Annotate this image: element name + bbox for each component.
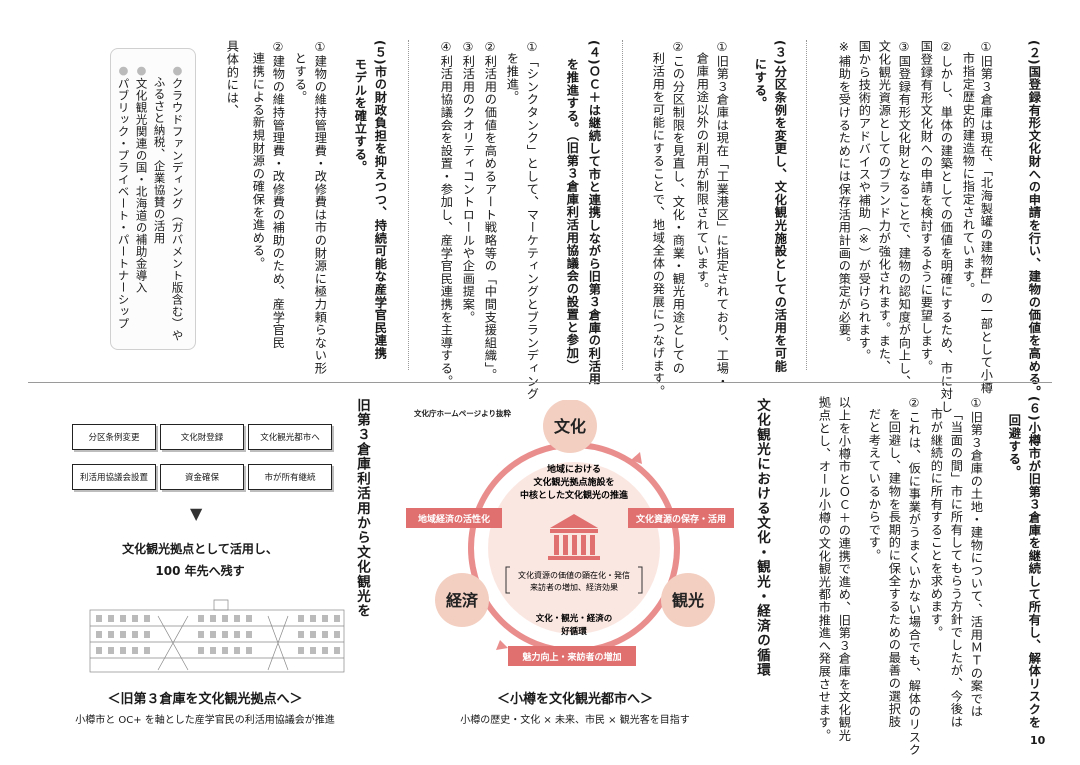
col-4-item1: ①「シンクタンク」として、マーケティングとブランディング	[524, 40, 539, 401]
arrowhead	[631, 452, 642, 464]
bullet-mark: ●	[116, 63, 131, 78]
col-2-head: (２)国登録有形文化財への申請を行い、建物の価値を高める。	[1026, 40, 1041, 398]
col-4-headb: を推進する。（旧第３倉庫利活用協議会の設置と参加）	[564, 58, 579, 372]
col-6-item1b: 「当面の間」市に所有してもらう方針でしたが、今後は	[948, 408, 963, 728]
cycle-subcaption: 小樽の歴史・文化 × 未来、市民 × 観光客を目指す	[460, 715, 690, 726]
step-box: 文化財登録	[160, 424, 244, 450]
col-6-item1c: 市が継続的に所有することを求めます。	[928, 408, 943, 639]
divider	[408, 40, 409, 370]
divider	[622, 40, 623, 370]
cycle-title: 文化観光における文化・観光・経済の循環	[754, 398, 770, 678]
node-tourism-circle	[661, 573, 715, 627]
slogan-line1: 文化観光拠点として活用し、	[122, 542, 278, 556]
col-6-item3: 以上を小樽市とＯＣ＋の連携で進め、旧第３倉庫を文化観光	[836, 396, 851, 742]
col-3-item2b: 利活用を可能にすることで、地域全体の発展につなげます。	[650, 52, 665, 398]
bullet-1b: ふるさと納税、企業協賛の活用	[152, 76, 167, 244]
col-5-item2b: 連携による新規財源の確保を進める。	[250, 52, 265, 270]
node-culture: 文化	[554, 417, 586, 436]
col-2-item3c: 国から技術的アドバイスや補助（※）が受けられます。	[856, 40, 871, 362]
node-economy-circle	[435, 573, 489, 627]
bullet-1: ●クラウドファンディング（ガバメント版含む）や	[169, 63, 186, 343]
bullet-3: ●パブリック・プライベート・パートナーシップ	[115, 63, 132, 343]
building-icon	[548, 514, 600, 560]
bullet-mark: ●	[170, 63, 185, 78]
bullet-mark: ●	[134, 63, 149, 78]
col-5-item1: ①建物の維持管理費・改修費は市の財源に極力頼らない形	[312, 40, 327, 375]
warehouse-title: 旧第３倉庫利活用から文化観光を	[354, 398, 370, 619]
col-6-item3b: 拠点とし、オール小樽の文化観光都市推進へ発展させます。	[816, 396, 831, 742]
center-line1: 地域における	[547, 463, 601, 475]
node-economy: 経済	[446, 591, 479, 610]
col-3-item1: ①旧第３倉庫は現在「工業港区」に指定されており、工場・	[714, 40, 729, 388]
tag-right-bg	[628, 508, 734, 528]
col-3-head: (３)分区条例を変更し、文化観光施設としての活用を可能	[772, 40, 787, 373]
col-5-item3: 具体的には、	[224, 40, 239, 117]
warehouse-illustration	[89, 599, 345, 673]
cycle-source: 文化庁ホームページより抜粋	[414, 409, 511, 418]
step-box: 資金確保	[160, 464, 244, 490]
node-culture-circle	[543, 400, 597, 453]
col-6-item2: ②これは、仮に事業がうまくいかない場合でも、解体のリスク	[906, 396, 921, 757]
step-box: 市が所有継続	[248, 464, 332, 490]
col-4-head: (４)ＯＣ＋は継続して市と連携しながら旧第３倉庫の利活用	[586, 40, 601, 386]
col-5-item2: ②建物の維持管理費・改修費の補助のため、産学官民	[270, 40, 285, 349]
col-4-item2: ②利活用の価値を高めるアート戦略等の「中間支援組織」。	[482, 40, 497, 382]
tag-bottom: 魅力向上・来訪者の増加	[522, 651, 621, 663]
arrowhead	[496, 640, 508, 650]
divider	[806, 40, 807, 370]
tag-left: 地域経済の活性化	[418, 513, 490, 525]
loop-line1: 文化・観光・経済の	[536, 613, 613, 624]
warehouse-caption: ＜旧第３倉庫を文化観光拠点へ＞	[107, 692, 303, 707]
col-2-item2: ②しかし、単体の建築としての価値を明確にするため、市に対し	[938, 40, 953, 413]
loop-line2: 好循環	[560, 626, 587, 637]
col-3-item1b: 倉庫用途以外の利用が制限されています。	[694, 52, 709, 296]
col-4-item1b: を推進。	[504, 52, 519, 104]
col-4-item3: ③利活用のクオリティコントロールや企画提案。	[460, 40, 475, 324]
node-tourism: 観光	[672, 591, 704, 610]
col-2-item1b: 市指定歴史的建造物に指定されています。	[960, 52, 975, 296]
down-arrow-icon: ▼	[190, 504, 203, 523]
funding-bullet-box: ●クラウドファンディング（ガバメント版含む）や ふるさと納税、企業協賛の活用 ●…	[110, 48, 196, 350]
tag-bottom-bg	[508, 646, 636, 666]
col-6-headb: 回避する。	[1006, 414, 1021, 478]
center-line3: 中核とした文化観光の推進	[520, 489, 629, 501]
bullet-text: 文化観光関連の国・北海道の補助金導入	[134, 77, 149, 294]
col-5-head: (５)市の財政負担を抑えつつ、持続可能な産学官民連携	[372, 40, 387, 360]
bracket-line1: 文化資源の価値の顕在化・発信	[518, 570, 630, 580]
step-box: 文化観光都市へ	[248, 424, 332, 450]
col-3-headb: にする。	[752, 58, 767, 110]
slogan-line2: 100 年先へ残す	[155, 564, 245, 578]
col-5-headb: モデルを確立する。	[352, 58, 367, 174]
step-box: 分区条例変更	[72, 424, 156, 450]
col-2-item3b: 文化観光資源としてのブランド力が強化されます。また、	[876, 40, 891, 373]
warehouse-subcaption: 小樽市と OC+ を軸とした産学官民の利活用協議会が推進	[75, 715, 335, 726]
col-6-item1: ①旧第３倉庫の土地・建物について、活用ＭＴの案では	[968, 396, 983, 718]
center-line2: 文化観光拠点施設を	[532, 476, 614, 488]
col-2-item2b: 国登録有形文化財への申請を検討するように要望します。	[918, 40, 933, 373]
col-6-item2b: を回避し、建物を長期的に保全するための最善の選択肢	[886, 408, 901, 728]
bullet-text: パブリック・プライベート・パートナーシップ	[116, 77, 131, 330]
tag-left-bg	[406, 508, 502, 528]
bracket-line2: 来訪者の増加、経済効果	[530, 582, 618, 592]
col-2-note: ※補助を受けるためには保存活用計画の策定が必要。	[836, 40, 851, 349]
col-4-item4: ④利活用協議会を設置・参加し、産学官民連携を主導する。	[438, 40, 453, 388]
bullet-2: ●文化観光関連の国・北海道の補助金導入	[133, 63, 150, 343]
cycle-caption: ＜小樽を文化観光都市へ＞	[496, 692, 653, 707]
bullet-text: クラウドファンディング（ガバメント版含む）や	[170, 77, 185, 342]
col-3-item2: ②この分区制限を見直し、文化・商業・観光用途としての	[670, 40, 685, 375]
col-6-head: (６)小樽市が旧第３倉庫を継続して所有し、解体リスクを	[1026, 396, 1041, 729]
page-number: 10	[1030, 734, 1046, 747]
section-divider	[28, 382, 1052, 383]
col-2-item1: ①旧第３倉庫は現在、「北海製罐の建物群」の一部として小樽	[978, 40, 993, 395]
col-2-item3: ③国登録有形文化財となることで、建物の認知度が向上し、	[896, 40, 911, 388]
step-box: 利活用協議会設置	[72, 464, 156, 490]
tag-right: 文化資源の保存・活用	[635, 513, 726, 525]
col-6-item2c: だと考えているからです。	[866, 408, 881, 562]
cycle-diagram: 文化 経済 観光 地域経済の活性化 文化資源の保存・活用 魅力向上・来訪者の増加…	[406, 400, 734, 666]
col-5-item1b: とする。	[292, 52, 307, 104]
